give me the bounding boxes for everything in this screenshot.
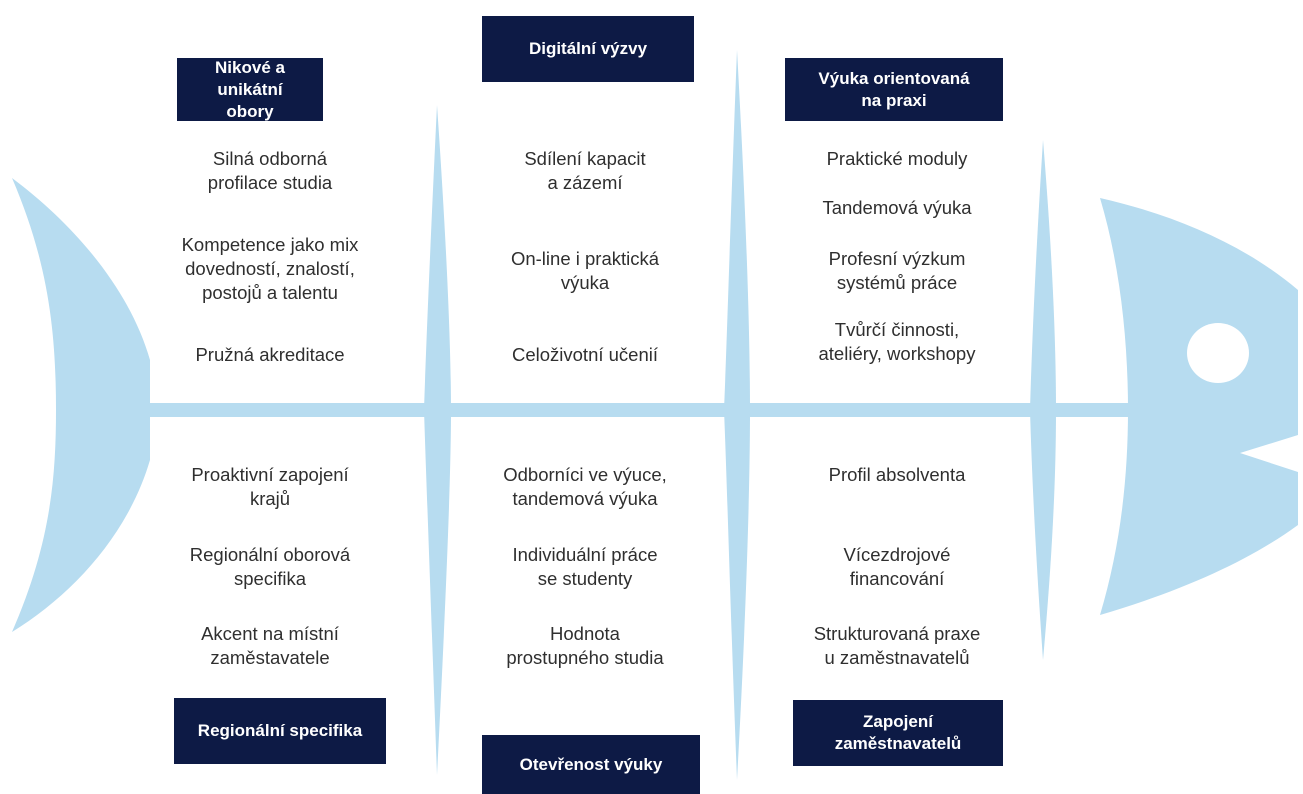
list-item: Strukturovaná praxe u zaměstnavatelů <box>813 623 981 668</box>
category-top-center: Digitální výzvy <box>482 16 694 82</box>
list-item: Akcent na místní zaměstavatele <box>201 623 339 668</box>
fish-bone-2 <box>724 50 750 780</box>
list-item: Individuální práce se studenty <box>512 544 658 589</box>
list-item: Kompetence jako mix dovedností, znalostí… <box>181 234 359 303</box>
category-bottom-center: Otevřenost výuky <box>482 735 700 794</box>
list-item: Hodnota prostupného studia <box>506 623 664 668</box>
list-item: Tvůrčí činnosti, ateliéry, workshopy <box>818 319 976 364</box>
list-item: Vícezdrojové financování <box>843 544 951 589</box>
list-item: Regionální oborová specifika <box>189 544 351 589</box>
category-bottom-right: Zapojení zaměstnavatelů <box>793 700 1003 766</box>
list-item: Celoživotní učenií <box>511 344 659 365</box>
fish-bone-1 <box>424 105 451 775</box>
fish-head <box>1100 198 1298 615</box>
fish-tail <box>12 178 150 632</box>
fish-spine <box>140 403 1130 417</box>
list-item: Tandemová výuka <box>822 197 972 218</box>
fish-bone-3 <box>1030 140 1056 660</box>
category-bottom-left: Regionální specifika <box>174 698 386 764</box>
list-item: Sdílení kapacit a zázemí <box>524 148 646 193</box>
list-item: Profil absolventa <box>828 464 966 485</box>
fish-eye <box>1187 323 1249 383</box>
category-top-right: Výuka orientovaná na praxi <box>785 58 1003 121</box>
list-item: On-line i praktická výuka <box>510 248 660 293</box>
list-item: Silná odborná profilace studia <box>207 148 333 193</box>
list-item: Pružná akreditace <box>195 344 345 365</box>
list-item: Profesní výzkum systémů práce <box>828 248 966 293</box>
list-item: Odborníci ve výuce, tandemová výuka <box>503 464 667 509</box>
category-top-left: Nikové a unikátní obory <box>177 58 323 121</box>
list-item: Proaktivní zapojení krajů <box>191 464 349 509</box>
list-item: Praktické moduly <box>826 148 968 169</box>
